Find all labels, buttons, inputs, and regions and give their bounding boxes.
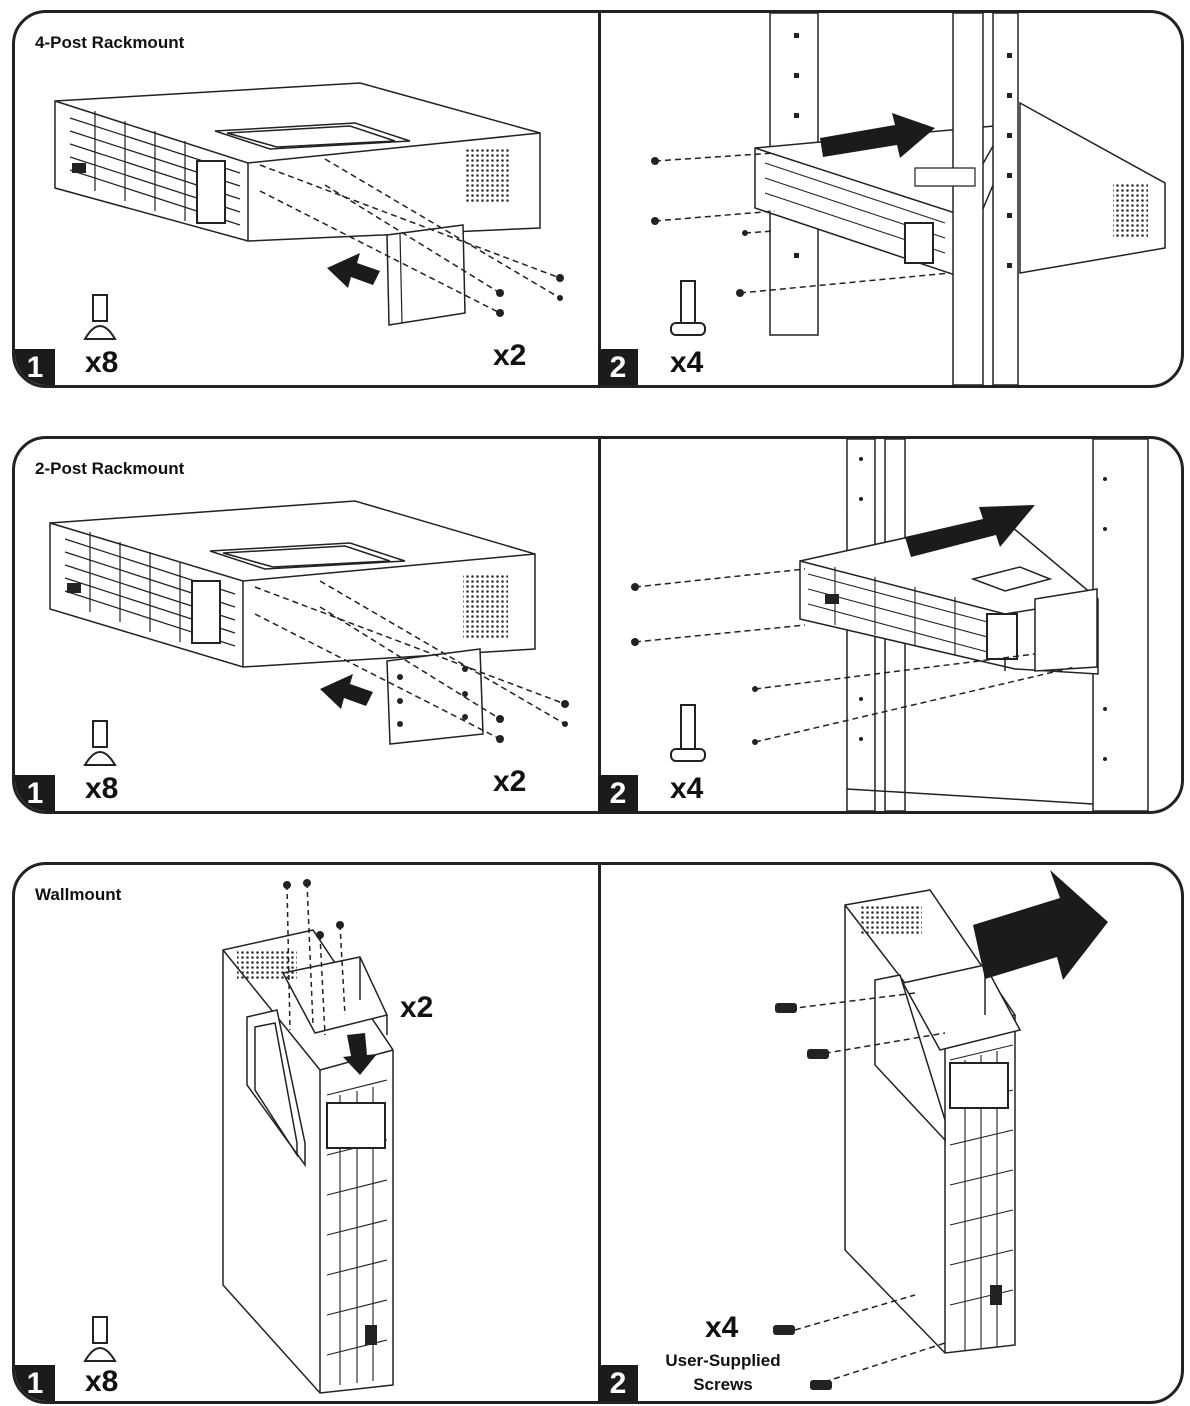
mounting-bracket [387,225,465,325]
direction-arrow [820,113,935,158]
flat-head-screw-icon [85,295,115,339]
screw-quantity: x4 [670,772,704,805]
direction-arrow [320,674,373,709]
direction-arrow [905,505,1035,557]
section-title: 2-Post Rackmount [35,459,185,478]
ups-wall-install-illustration [773,870,1108,1390]
direction-arrow [973,870,1108,980]
screw-quantity: x8 [85,1365,119,1398]
step-badge: 2 [598,349,638,385]
direction-arrow [343,1033,377,1075]
step-badge: 1 [15,775,55,811]
screw-quantity: x8 [85,346,119,379]
bracket-quantity: x2 [400,991,434,1024]
screw-quantity: x8 [85,772,119,805]
step-badge: 2 [598,775,638,811]
note-line: User-Supplied [665,1351,781,1370]
bracket-quantity: x2 [493,765,527,798]
step-divider [598,13,601,385]
step-divider [598,865,601,1401]
section-4post: 4-Post Rackmount 1 x8 x2 2 x4 [12,10,1184,388]
flat-head-screw-icon [85,721,115,765]
ups-rack-install-illustration [651,13,1181,385]
step-divider [598,439,601,811]
note-line: Screws [693,1375,753,1394]
screw-quantity: x4 [705,1311,739,1344]
direction-arrow [327,253,380,288]
ups-bracket-attach-illustration [15,439,569,811]
section-2post: 2-Post Rackmount 1 x8 x2 2 x4 [12,436,1184,814]
mounting-bracket [387,649,483,744]
rack-screw-icon [671,705,705,761]
ups-bracket-attach-illustration [15,13,564,385]
screw-quantity: x4 [670,346,704,379]
rack-screw-icon [671,281,705,335]
step-badge: 1 [15,1365,55,1401]
bracket-quantity: x2 [493,339,527,372]
step-badge: 2 [598,1365,638,1401]
section-title: 4-Post Rackmount [35,33,185,52]
lcd-panel [197,161,225,223]
ups-2post-rack-install-illustration [631,439,1181,811]
ups-wall-bracket-attach-illustration [15,879,598,1401]
logo-mark [72,163,86,173]
section-wallmount: Wallmount x2 1 x8 2 x4 User-Supplied Scr… [12,862,1184,1404]
flat-head-screw-icon [85,1317,115,1361]
step-badge: 1 [15,349,55,385]
user-supplied-screws-note: User-Supplied Screws [643,1349,803,1397]
section-title: Wallmount [35,885,122,904]
side-vent [465,148,510,203]
